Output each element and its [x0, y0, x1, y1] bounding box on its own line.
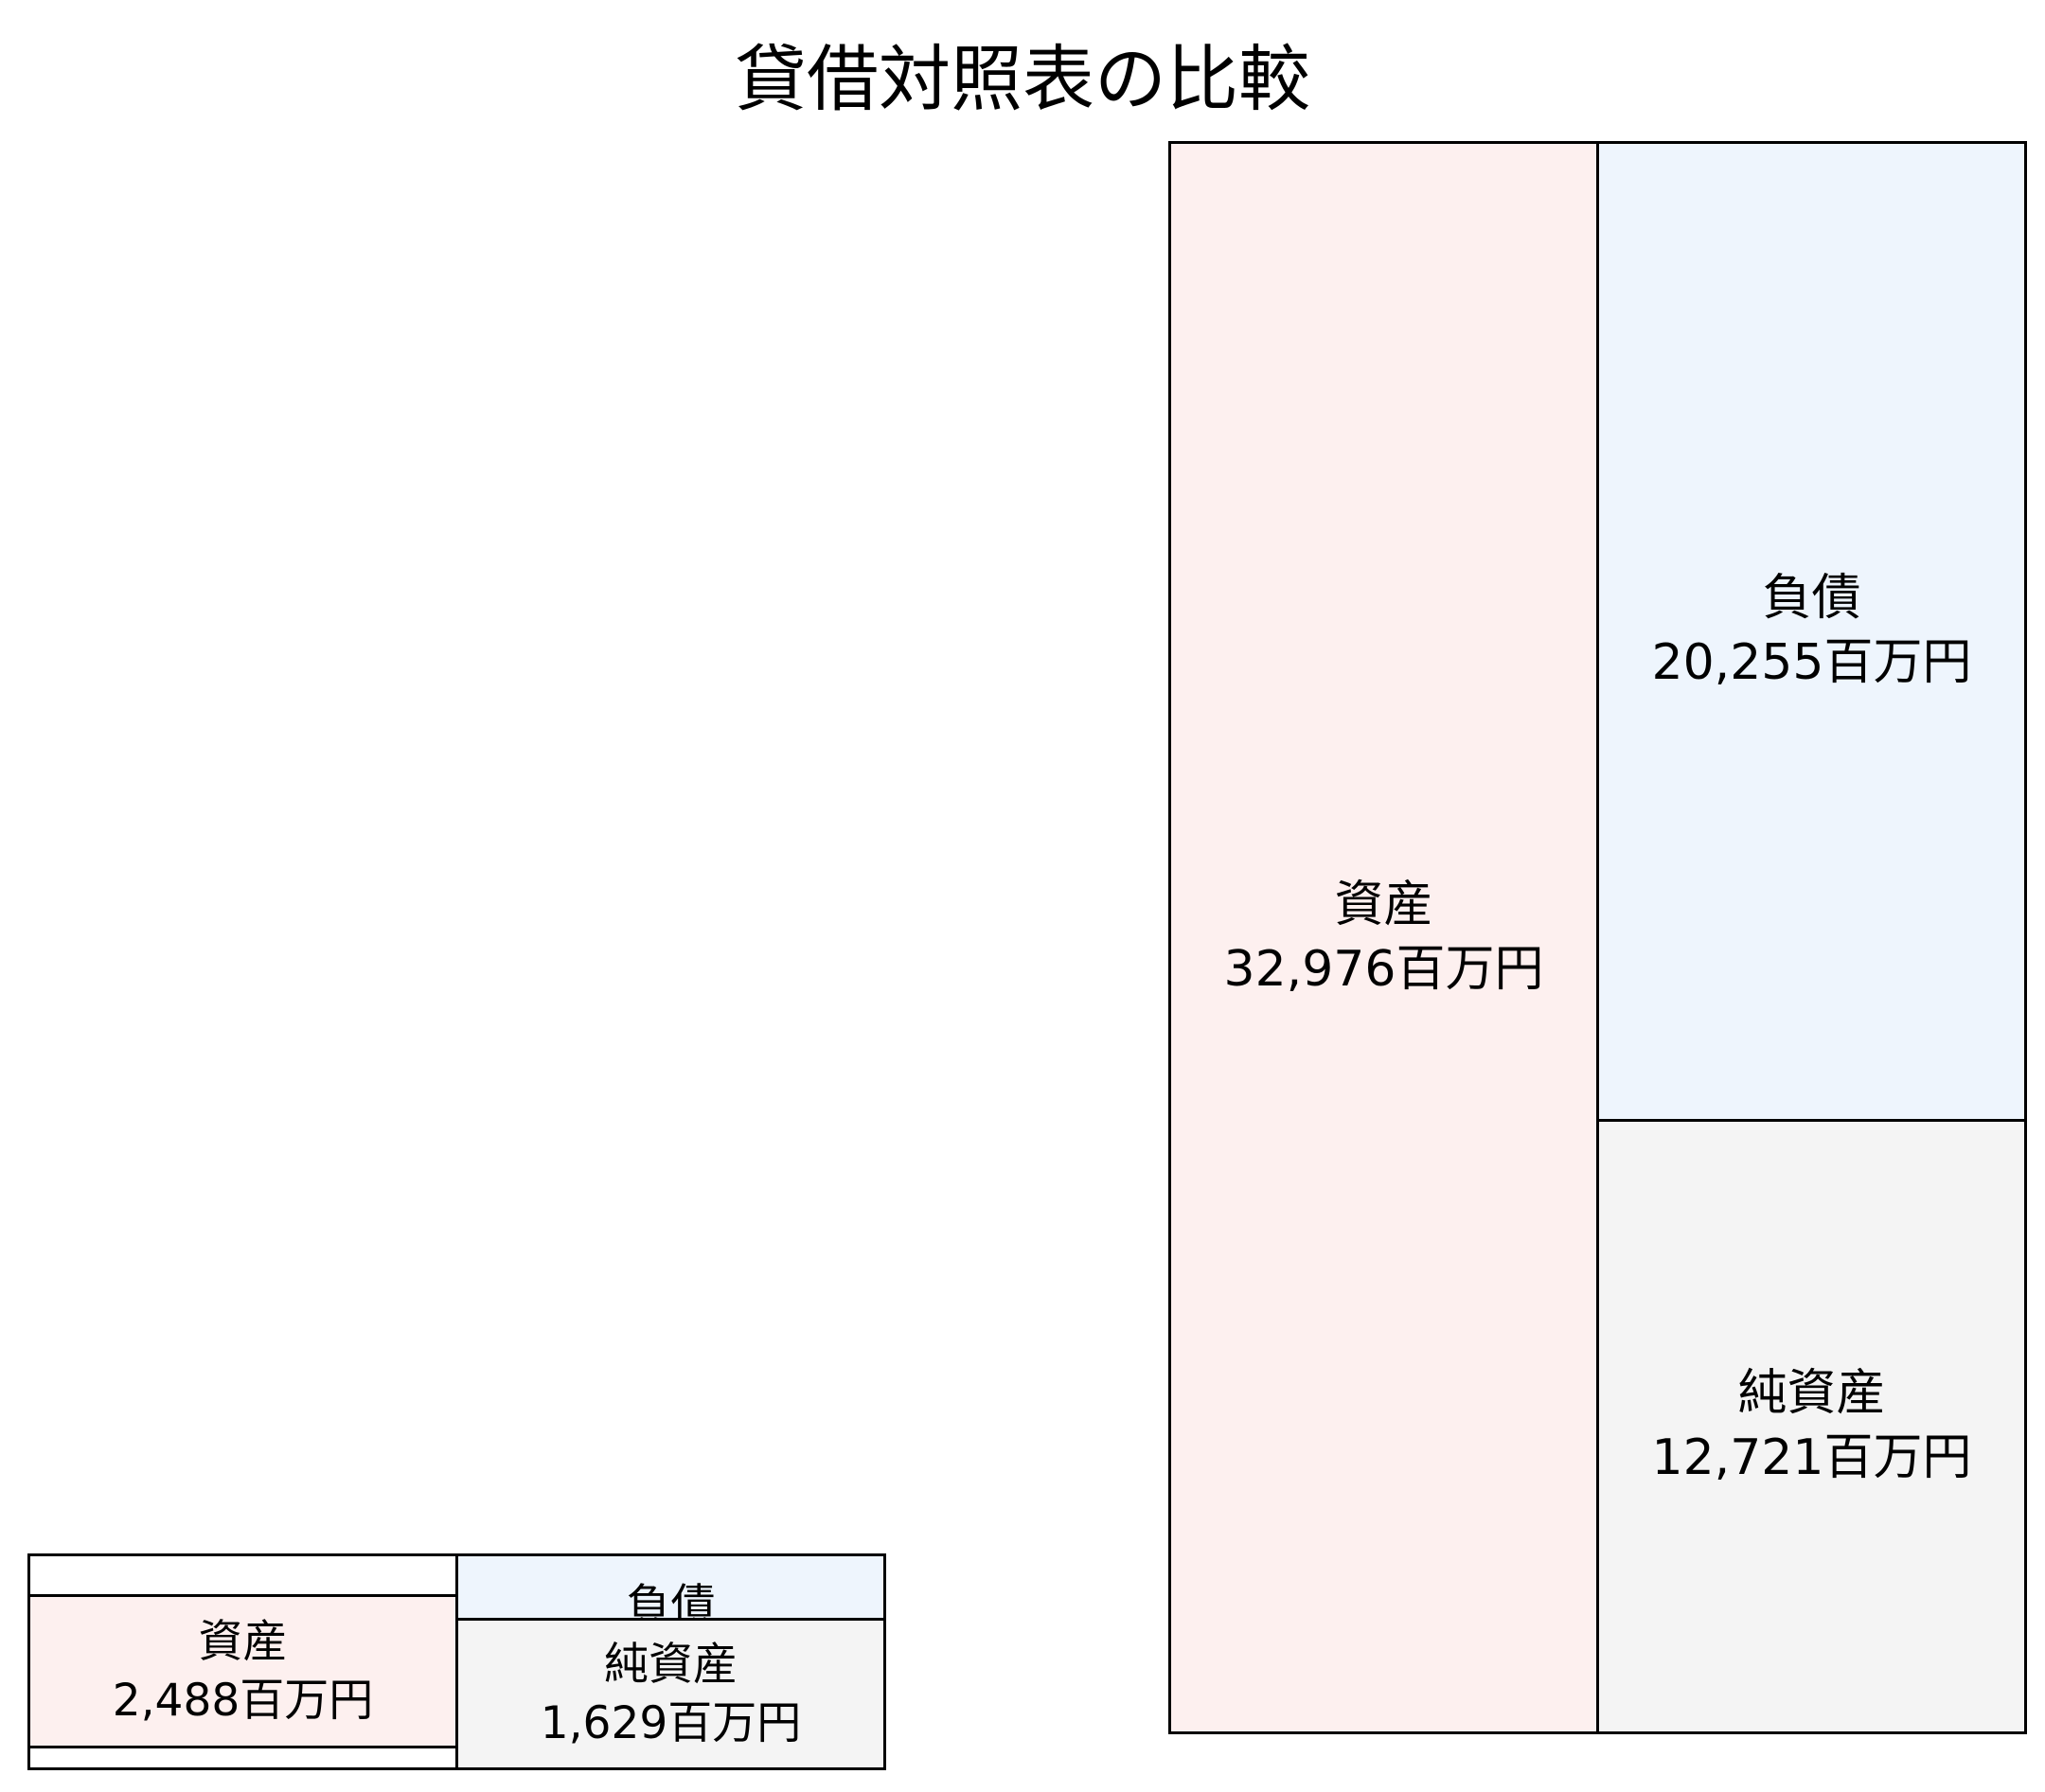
small-assets-label: 資産	[198, 1616, 288, 1669]
small-net-assets-block: 純資産 1,629百万円	[458, 1618, 883, 1767]
small-balance-sheet: 資産 2,488百万円 負債 純資産 1,629百万円	[27, 1553, 886, 1770]
small-assets-bottom-gap	[30, 1748, 458, 1767]
large-balance-sheet: 資産 32,976百万円 負債 20,255百万円 純資産 12,721百万円	[1168, 141, 2027, 1734]
large-liabilities-value: 20,255百万円	[1651, 634, 1972, 691]
chart-title: 貸借対照表の比較	[735, 37, 1310, 121]
small-net-assets-label: 純資産	[604, 1639, 738, 1692]
small-assets-block: 資産 2,488百万円	[30, 1594, 458, 1748]
large-liabilities-label: 負債	[1762, 570, 1861, 628]
large-net-assets-label: 純資産	[1737, 1365, 1886, 1423]
small-liabilities-block: 負債	[458, 1556, 883, 1618]
large-liabilities-block: 負債 20,255百万円	[1599, 144, 2024, 1119]
small-assets-top-gap	[30, 1556, 458, 1594]
large-net-assets-block: 純資産 12,721百万円	[1599, 1119, 2024, 1731]
large-assets-block: 資産 32,976百万円	[1171, 144, 1599, 1731]
large-assets-value: 32,976百万円	[1223, 940, 1544, 998]
small-liabilities-label: 負債	[626, 1580, 716, 1618]
small-net-assets-value: 1,629百万円	[540, 1696, 802, 1749]
large-assets-label: 資産	[1334, 876, 1433, 933]
small-assets-value: 2,488百万円	[112, 1674, 374, 1727]
large-net-assets-value: 12,721百万円	[1651, 1429, 1972, 1486]
